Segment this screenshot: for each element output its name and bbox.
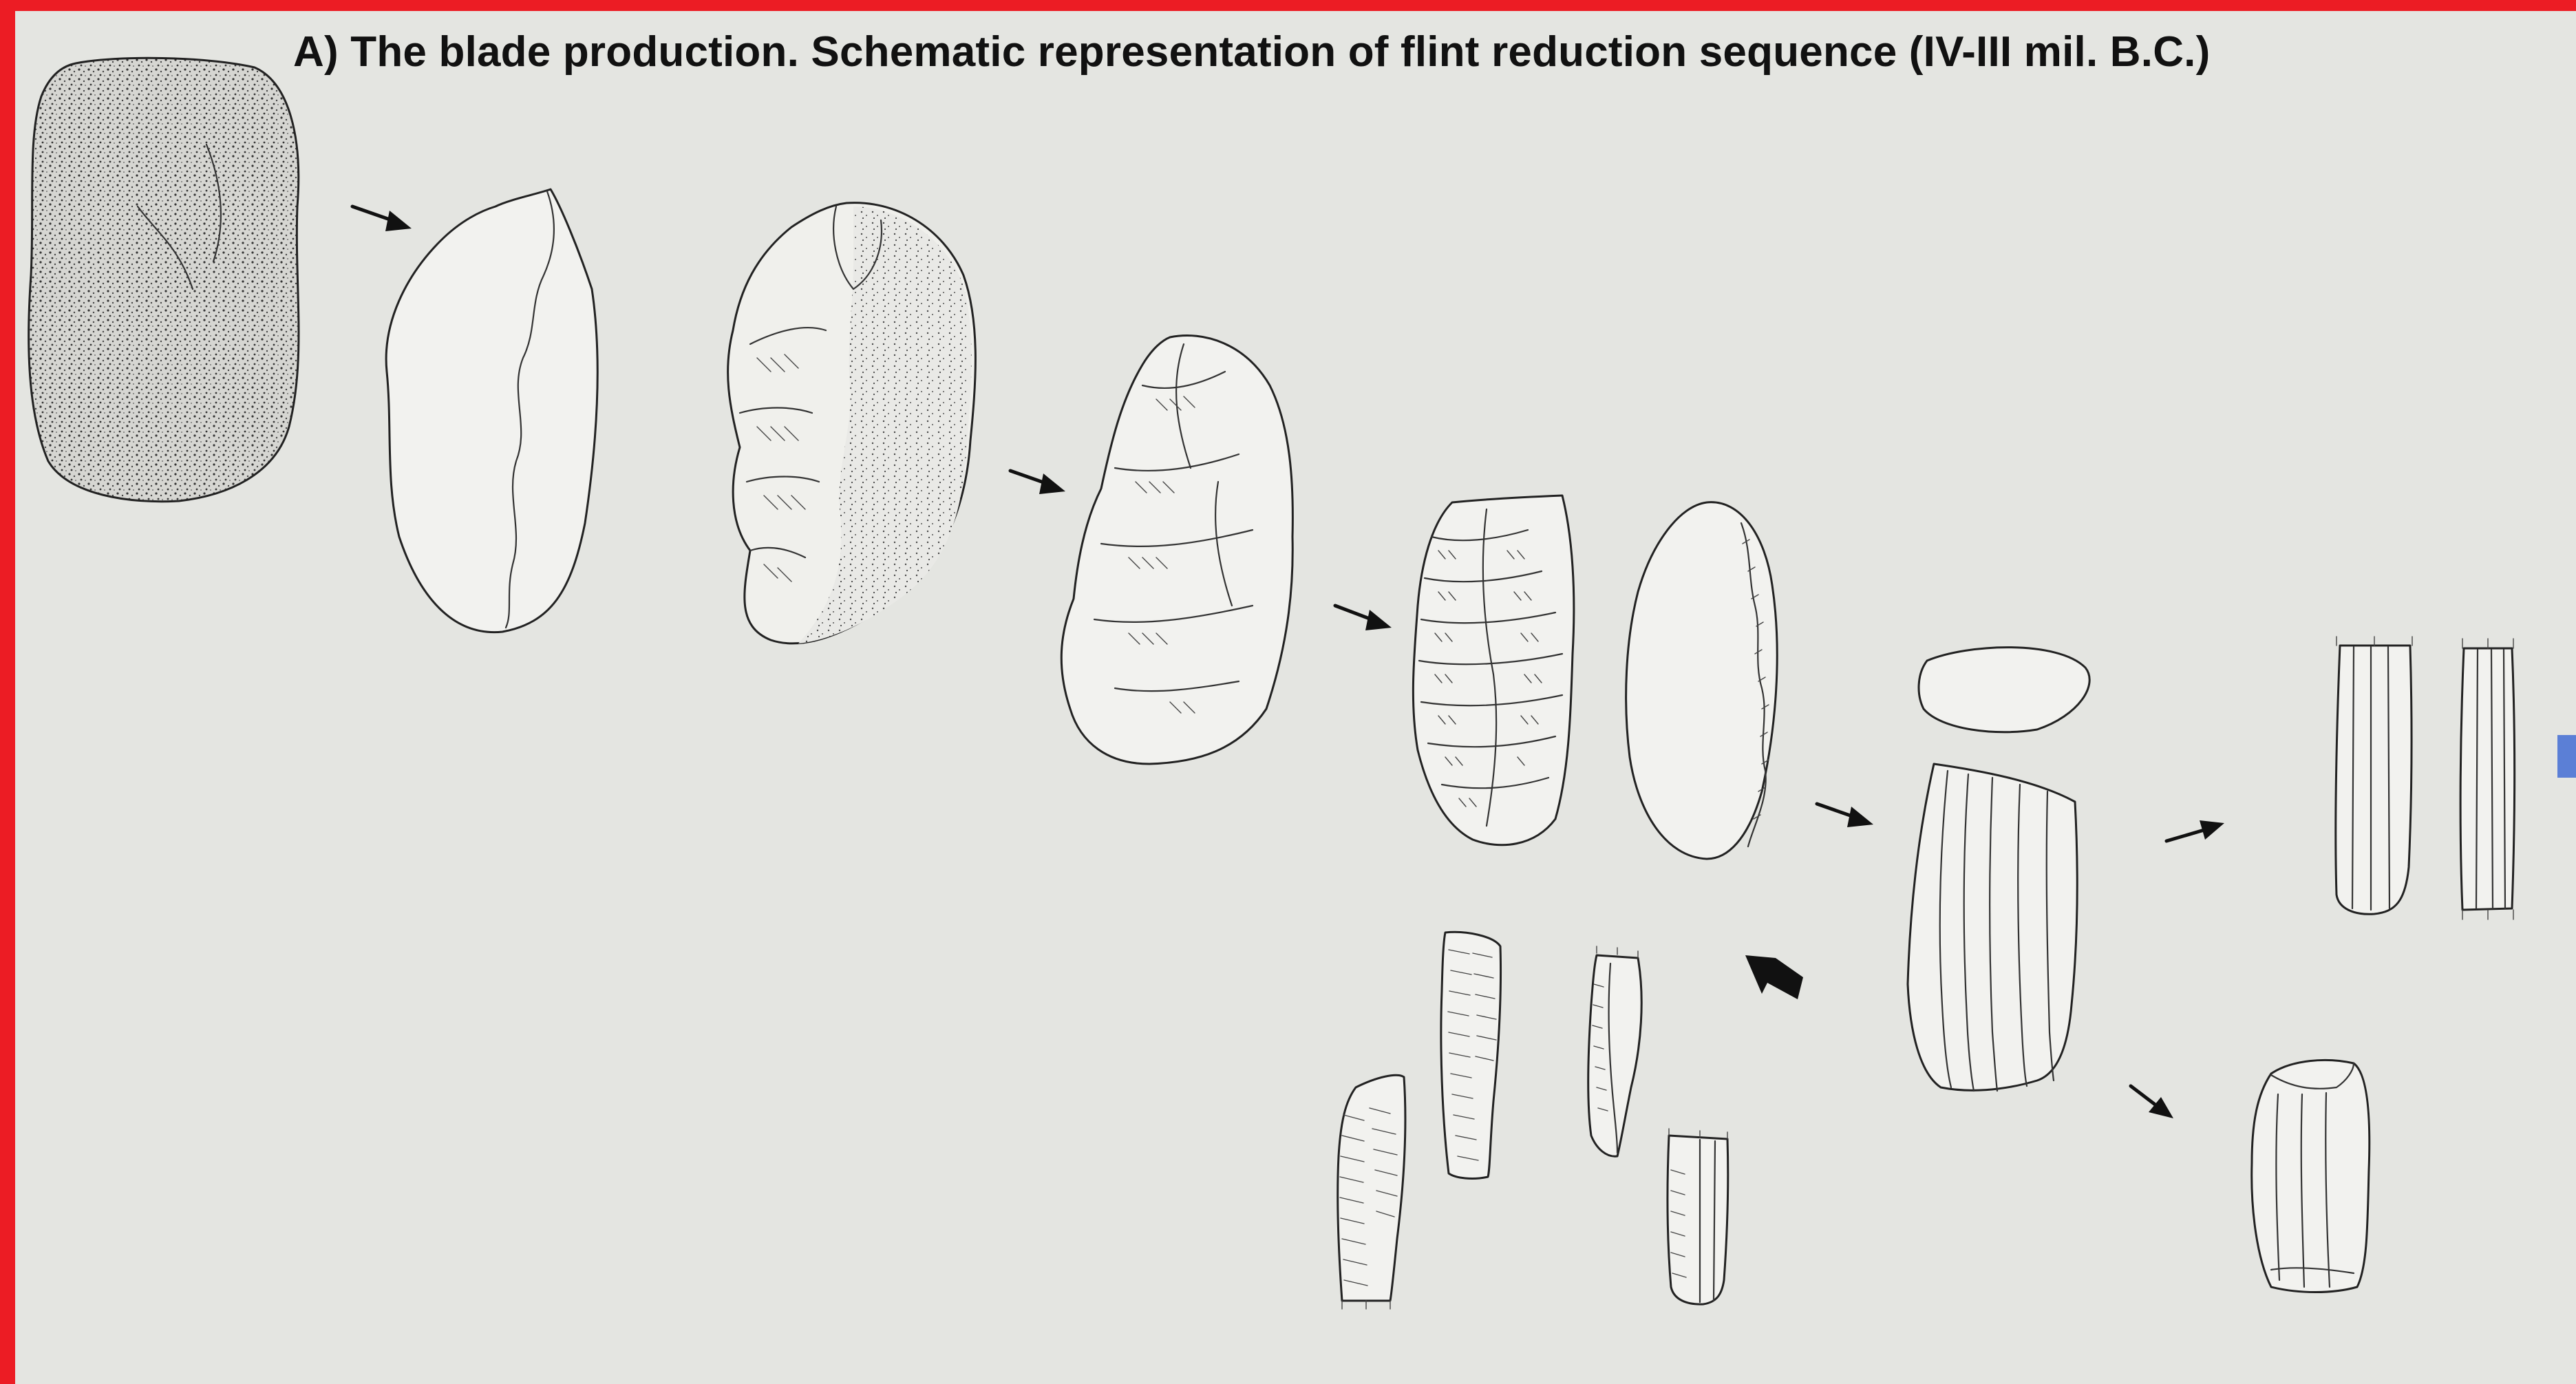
arrow-5 (2167, 820, 2224, 841)
partially-flaked-nodule-drawing (728, 203, 976, 643)
blade-blanks-drawing (2336, 637, 2515, 919)
arrow-bold (1745, 955, 1803, 999)
retouched-tools-drawing (1338, 932, 1728, 1309)
raw-nodule-drawing (29, 58, 299, 501)
preform-drawing (1061, 336, 1292, 764)
decorticated-nodule-drawing (386, 189, 597, 632)
arrow-1 (352, 206, 412, 231)
arrow-2 (1010, 471, 1065, 494)
ridged-preform-drawing (1626, 502, 1778, 859)
exhausted-core-drawing (2252, 1060, 2370, 1292)
blade-core-drawing (1908, 648, 2089, 1091)
arrow-6 (2131, 1086, 2173, 1118)
arrow-3 (1335, 606, 1392, 630)
arrow-4 (1817, 804, 1873, 827)
bifacial-preform-drawing (1413, 496, 1574, 845)
